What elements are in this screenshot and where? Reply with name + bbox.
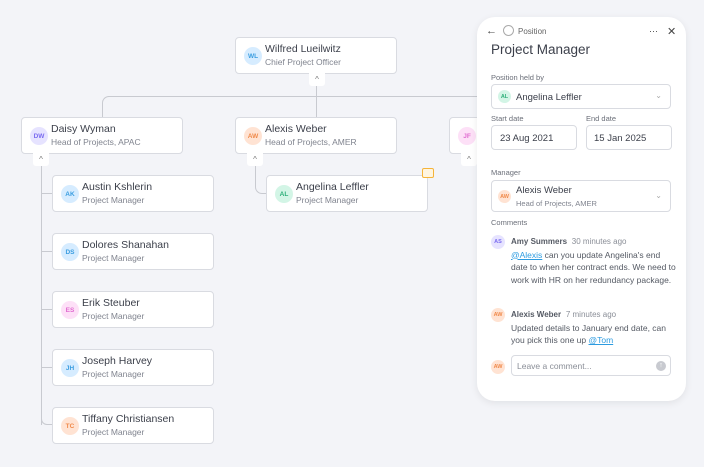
avatar: AS [491,235,505,249]
person-role: Project Manager [82,369,145,379]
held-by-label: Position held by [491,73,544,82]
end-date-value: 15 Jan 2025 [594,133,647,144]
avatar: JF [458,127,476,145]
comment: Alexis Weber 7 minutes ago Updated detai… [511,308,676,347]
connector [102,103,103,117]
person-role: Head of Projects, AMER [265,137,357,147]
avatar: WL [244,47,262,65]
person-name: Alexis Weber [265,123,327,135]
comment-text: can you update Angelina's end date to wh… [511,249,676,285]
collapse-toggle[interactable]: ^ [309,73,325,86]
chevron-down-icon: ⌄ [655,191,662,200]
person-role: Project Manager [82,253,145,263]
panel-type-label: Position [518,27,547,36]
start-date-label: Start date [491,114,524,123]
comment-text: Updated details to January end date, can… [511,322,666,346]
avatar: DS [61,243,79,261]
person-role: Project Manager [82,427,145,437]
panel-title: Project Manager [491,42,591,57]
avatar: AK [61,185,79,203]
comment-placeholder: Leave a comment... [517,361,592,371]
avatar: AW [491,308,505,322]
person-name: Angelina Leffler [296,181,369,193]
mention-link[interactable]: @Tom [588,335,614,345]
chevron-down-icon: ⌄ [655,91,662,100]
send-icon[interactable]: ↑ [656,361,666,371]
start-date-value: 23 Aug 2021 [500,133,554,144]
person-icon [503,25,514,36]
avatar: AL [498,90,511,103]
collapse-toggle[interactable]: ^ [33,153,49,166]
avatar: AW [244,127,262,145]
mention-link[interactable]: @Alexis [511,249,543,260]
connector [108,96,478,97]
comment-icon[interactable] [422,168,434,178]
back-icon[interactable]: ← [486,25,497,37]
person-name: Daisy Wyman [51,123,116,135]
comment-author: Amy Summers [511,237,568,246]
collapse-toggle[interactable]: ^ [461,153,477,166]
avatar: TC [61,417,79,435]
person-name: Wilfred Lueilwitz [265,43,341,55]
comment-input[interactable]: Leave a comment... ↑ [511,355,671,376]
person-role: Project Manager [82,195,145,205]
avatar: ES [61,301,79,319]
connector [41,193,52,194]
person-name: Austin Kshlerin [82,181,153,193]
connector [41,367,52,368]
connector [102,96,110,104]
avatar: AL [275,185,293,203]
end-date-input[interactable]: 15 Jan 2025 [586,125,672,150]
comments-label: Comments [491,218,528,227]
person-name: Dolores Shanahan [82,239,169,251]
avatar: DW [30,127,48,145]
person-role: Project Manager [82,311,145,321]
manager-name: Alexis Weber [516,185,572,196]
more-icon[interactable]: ··· [649,26,658,36]
comment-time: 30 minutes ago [571,237,627,246]
held-by-name: Angelina Leffler [516,92,582,103]
collapse-toggle[interactable]: ^ [247,153,263,166]
person-role: Head of Projects, APAC [51,137,141,147]
manager-label: Manager [491,168,521,177]
comment-time: 7 minutes ago [565,310,617,319]
person-name: Joseph Harvey [82,355,153,367]
start-date-input[interactable]: 23 Aug 2021 [491,125,577,150]
person-name: Erik Steuber [82,297,140,309]
close-icon[interactable]: ✕ [667,26,677,38]
comment: Amy Summers 30 minutes ago @Alexis can y… [511,235,676,286]
manager-select[interactable]: AW Alexis Weber Head of Projects, AMER ⌄ [491,180,671,212]
connector [41,251,52,252]
held-by-select[interactable]: AL Angelina Leffler ⌄ [491,84,671,109]
person-role: Chief Project Officer [265,57,341,67]
connector [316,86,317,117]
comment-author: Alexis Weber [511,310,562,319]
position-panel: ← Position ··· ✕ Project Manager Positio… [477,17,686,401]
person-role: Project Manager [296,195,359,205]
end-date-label: End date [586,114,617,123]
person-name: Tiffany Christiansen [82,413,175,425]
connector [41,309,52,310]
manager-role: Head of Projects, AMER [516,199,597,208]
connector [41,166,42,425]
avatar: JH [61,359,79,377]
avatar: AW [491,360,505,374]
connector [41,415,52,425]
connector [255,166,266,194]
avatar: AW [498,190,511,203]
